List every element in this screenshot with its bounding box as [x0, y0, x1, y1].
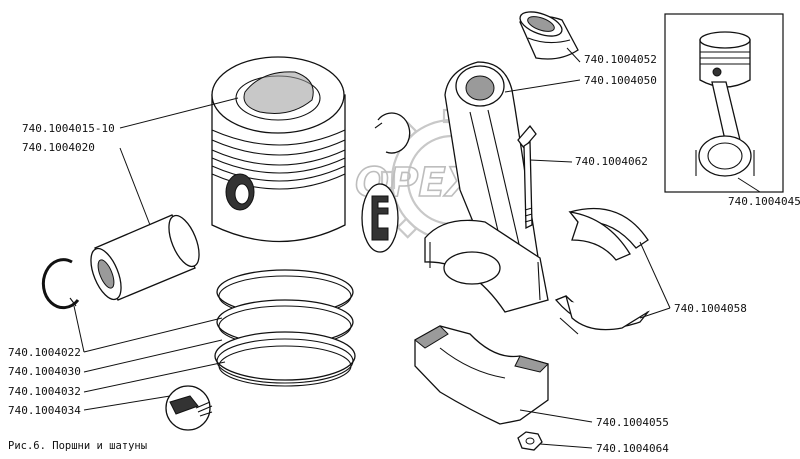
piston-pin [90, 214, 200, 301]
label-compression-ring-2: 740.1004032 [8, 385, 81, 398]
bearing-shell-lower [554, 295, 650, 335]
retaining-ring-upper [374, 112, 411, 154]
piston [211, 56, 346, 243]
bearing-bushing [519, 11, 579, 60]
figure-caption: Рис.6. Поршни и шатуны [8, 440, 147, 452]
oil-ring-detail [165, 385, 213, 431]
rod-bolt [517, 124, 537, 230]
label-piston-pin: 740.1004020 [22, 141, 95, 154]
leader-lines [73, 47, 761, 449]
callout-labels: 740.1004052 740.1004050 740.1004015-10 7… [8, 53, 800, 455]
bearing-shell-upper [568, 207, 649, 261]
connecting-rod [424, 61, 549, 313]
rod-nut [517, 431, 543, 451]
label-connecting-rod: 740.1004050 [584, 74, 657, 87]
label-bearing-shells: 740.1004058 [674, 302, 747, 315]
label-oil-ring: 740.1004034 [8, 404, 81, 417]
label-compression-ring-1: 740.1004030 [8, 365, 81, 378]
assembly-inset [664, 13, 784, 193]
label-piston: 740.1004015-10 [22, 122, 115, 135]
label-rod-assembly: 740.1004045 [728, 195, 800, 208]
label-retaining-ring: 740.1004022 [8, 346, 81, 359]
label-rod-cap: 740.1004055 [596, 416, 669, 429]
rod-cap [414, 325, 549, 425]
label-rod-nut: 740.1004064 [596, 442, 669, 455]
piston-rings [214, 269, 356, 387]
label-rod-bolt: 740.1004062 [575, 155, 648, 168]
label-bearing-bushing: 740.1004052 [584, 53, 657, 66]
retaining-ring-left [41, 258, 80, 310]
piston-section-detail [361, 183, 399, 253]
